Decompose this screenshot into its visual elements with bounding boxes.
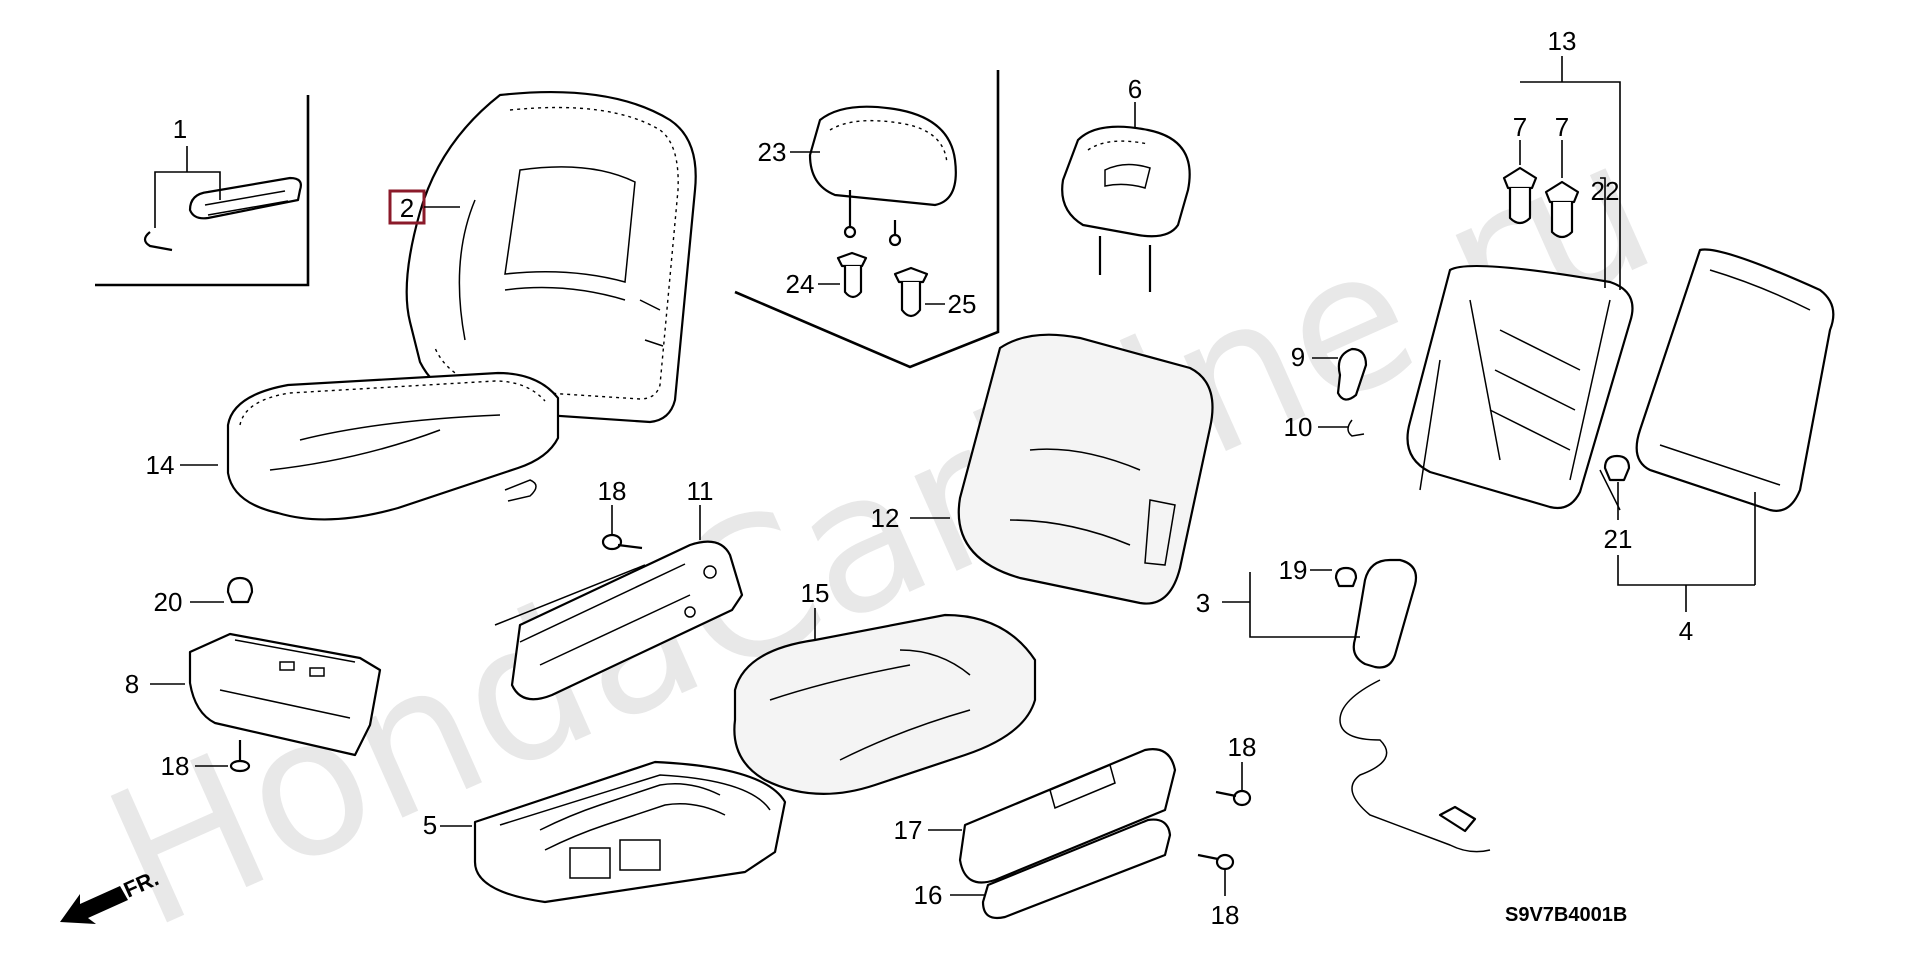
callout-labels: 1 2 3 4 5 6 7 7 8 9 10 11 12 13 14 15 16… xyxy=(125,26,1693,930)
part-7-guide-right[interactable] xyxy=(1544,140,1580,239)
callout-2[interactable]: 2 xyxy=(400,193,414,223)
part-18-screw-right-top[interactable] xyxy=(1215,762,1252,807)
part-12-seatback-pad[interactable] xyxy=(910,333,1214,605)
part-2-seatback-cover[interactable] xyxy=(405,91,697,424)
part-16-seat-side-trim[interactable] xyxy=(950,818,1172,920)
callout-22[interactable]: 22 xyxy=(1591,176,1620,206)
callout-3[interactable]: 3 xyxy=(1196,588,1210,618)
callout-24[interactable]: 24 xyxy=(786,269,815,299)
part-18-screw-right-bottom[interactable] xyxy=(1197,853,1235,896)
callout-1[interactable]: 1 xyxy=(173,114,187,144)
callout-15[interactable]: 15 xyxy=(801,578,830,608)
part-5-seat-frame-pan[interactable] xyxy=(440,760,787,904)
part-9-lever[interactable] xyxy=(1312,347,1368,401)
front-arrow-icon xyxy=(60,886,128,924)
callout-13[interactable]: 13 xyxy=(1548,26,1577,56)
callout-18-top[interactable]: 18 xyxy=(598,476,627,506)
callout-19[interactable]: 19 xyxy=(1279,555,1308,585)
part-22-seatback-frame[interactable] xyxy=(1406,177,1634,511)
part-18-screw-left[interactable] xyxy=(195,740,251,773)
callout-7-right[interactable]: 7 xyxy=(1555,112,1569,142)
part-25-guide[interactable] xyxy=(893,266,945,318)
callout-21[interactable]: 21 xyxy=(1604,524,1633,554)
part-6-headrest[interactable] xyxy=(1061,102,1191,292)
part-8-seat-side-cover[interactable] xyxy=(150,632,382,757)
callout-20[interactable]: 20 xyxy=(154,587,183,617)
callout-17[interactable]: 17 xyxy=(894,815,923,845)
part-11-seat-side-frame[interactable] xyxy=(494,505,744,701)
diagram-code: S9V7B4001B xyxy=(1505,904,1627,926)
callout-25[interactable]: 25 xyxy=(948,289,977,319)
callout-11[interactable]: 11 xyxy=(687,476,714,506)
callout-18-right-bottom[interactable]: 18 xyxy=(1211,900,1240,930)
part-19-nut[interactable] xyxy=(1310,566,1358,588)
callout-6[interactable]: 6 xyxy=(1128,74,1142,104)
inset-frame-headrest xyxy=(734,70,1000,369)
part-17-seat-side-trim[interactable] xyxy=(928,748,1177,884)
part-15-seat-cushion-pad[interactable] xyxy=(733,608,1037,795)
callout-5[interactable]: 5 xyxy=(423,810,437,840)
part-18-screw-top[interactable] xyxy=(601,505,643,551)
part-4-seatback-panel[interactable] xyxy=(1617,248,1835,613)
part-1-clips[interactable] xyxy=(143,146,302,252)
callout-18-right-top[interactable]: 18 xyxy=(1228,732,1257,762)
part-7-guide-left[interactable] xyxy=(1502,140,1538,225)
callout-8[interactable]: 8 xyxy=(125,669,139,699)
leader-13 xyxy=(1520,81,1621,290)
part-23-headrest[interactable] xyxy=(790,105,957,247)
part-10-spring[interactable] xyxy=(1318,419,1365,437)
callout-10[interactable]: 10 xyxy=(1284,412,1313,442)
part-14-seat-cushion-cover[interactable] xyxy=(180,371,560,521)
callout-9[interactable]: 9 xyxy=(1291,342,1305,372)
callout-4[interactable]: 4 xyxy=(1679,616,1693,646)
callout-18-left[interactable]: 18 xyxy=(161,751,190,781)
part-3-side-airbag[interactable] xyxy=(1222,558,1491,853)
callout-14[interactable]: 14 xyxy=(146,450,175,480)
callout-23[interactable]: 23 xyxy=(758,137,787,167)
callout-16[interactable]: 16 xyxy=(914,880,943,910)
callout-7-left[interactable]: 7 xyxy=(1513,112,1527,142)
part-24-guide[interactable] xyxy=(818,251,868,299)
part-21-clip[interactable] xyxy=(1603,454,1631,520)
inset-frame-part-1 xyxy=(95,95,310,287)
part-20-clip[interactable] xyxy=(190,576,254,604)
callout-12[interactable]: 12 xyxy=(871,503,900,533)
